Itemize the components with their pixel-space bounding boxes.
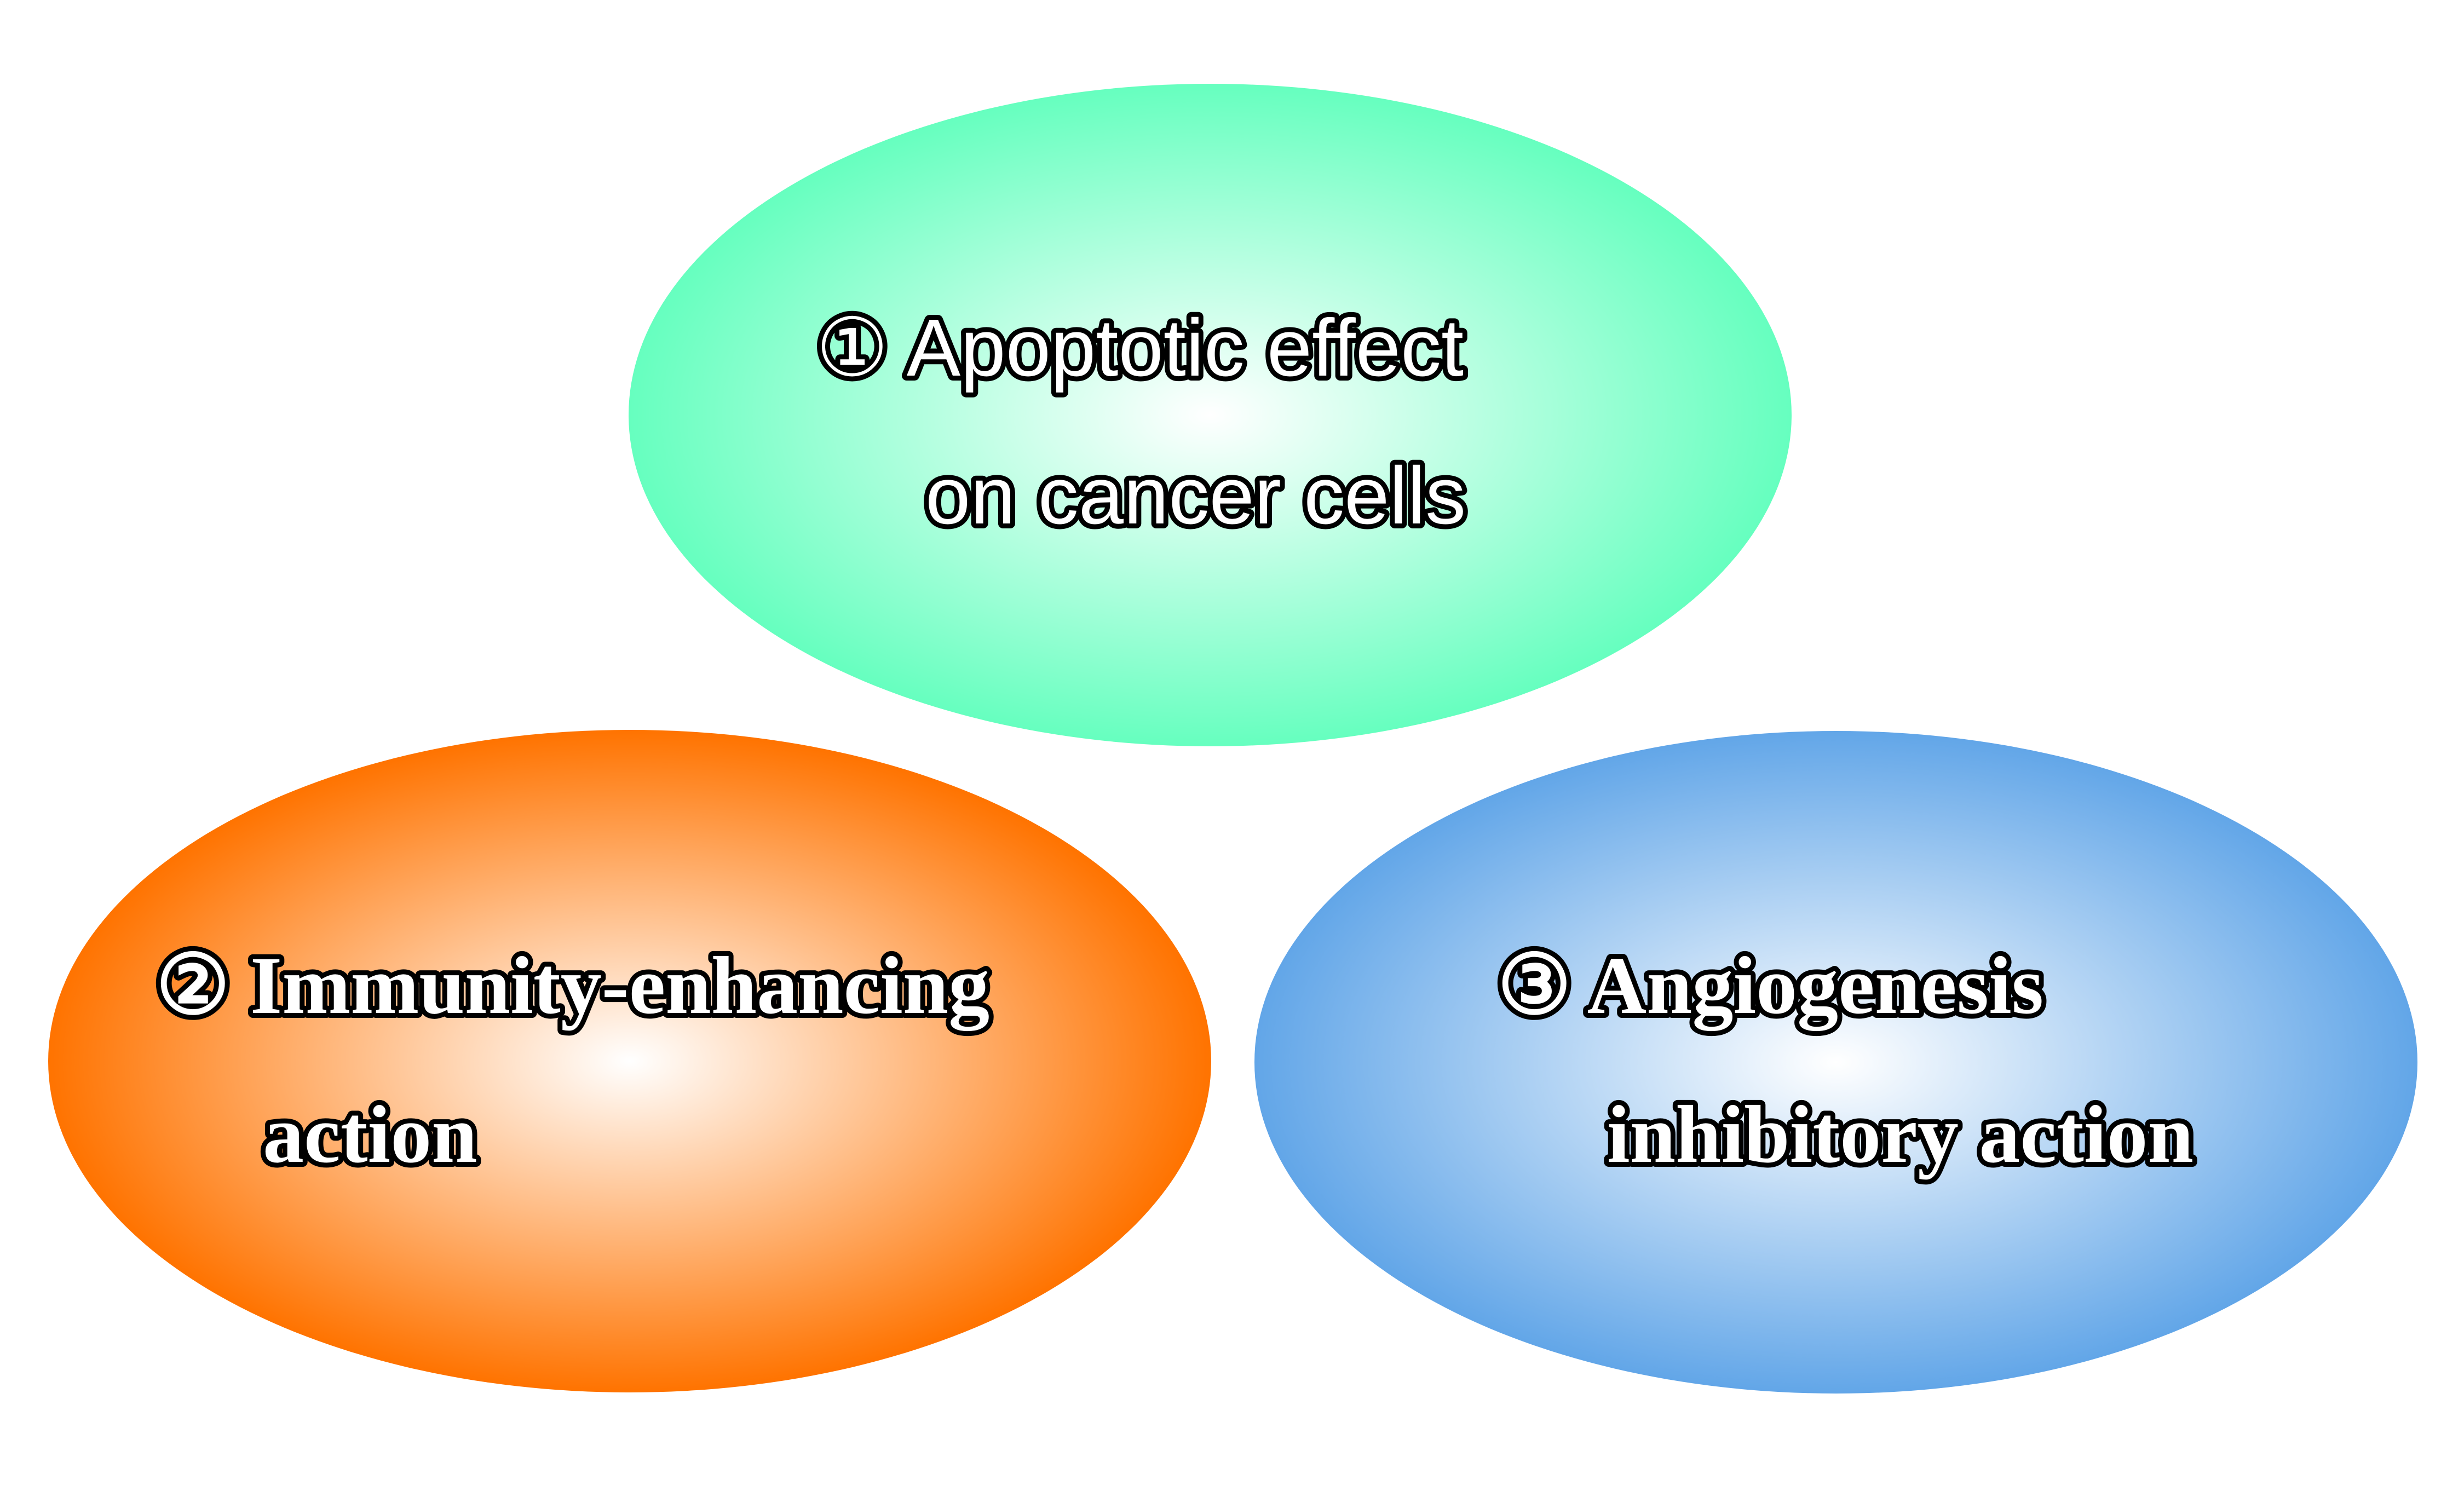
immunity-enhancing-label-line1: ② Immunity-enhancing — [156, 940, 989, 1031]
apoptotic-effect-ellipse — [629, 84, 1792, 746]
angiogenesis-inhibitory-label-line1: ③ Angiogenesis — [1498, 940, 2043, 1031]
immunity-enhancing-ellipse — [48, 730, 1211, 1392]
apoptotic-effect-label-line1: ① Apoptotic effect — [816, 303, 1464, 393]
angiogenesis-inhibitory-label-line2: inhibitory action — [1607, 1089, 2194, 1180]
angiogenesis-inhibitory-node: ③ Angiogenesis inhibitory action — [1254, 731, 2417, 1394]
apoptotic-effect-label-line2: on cancer cells — [925, 451, 1466, 541]
immunity-enhancing-label-line2: action — [263, 1089, 477, 1180]
apoptotic-effect-node: ① Apoptotic effect on cancer cells — [629, 84, 1792, 746]
angiogenesis-inhibitory-ellipse — [1254, 731, 2417, 1394]
immunity-enhancing-node: ② Immunity-enhancing action — [48, 730, 1211, 1392]
